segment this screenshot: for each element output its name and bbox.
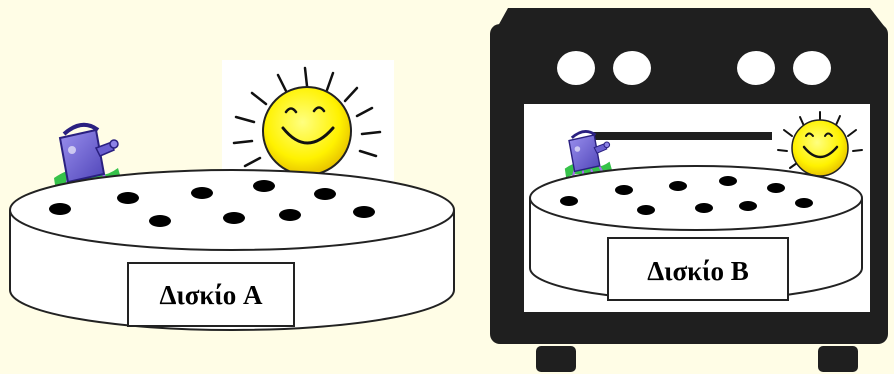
plate-b-label: Δισκίο B: [647, 256, 749, 286]
oven-knobs: [557, 51, 831, 85]
petri-dish-a: Δισκίο A: [9, 169, 455, 331]
petri-dish-b: Δισκίο B: [529, 165, 863, 301]
plate-b-group: Δισκίο B: [529, 111, 863, 301]
sun-a-icon: [222, 60, 394, 186]
plate-a-label: Δισκίο A: [159, 280, 263, 310]
oven-rack: [592, 132, 772, 140]
plate-a-group: Δισκίο A: [9, 60, 455, 331]
